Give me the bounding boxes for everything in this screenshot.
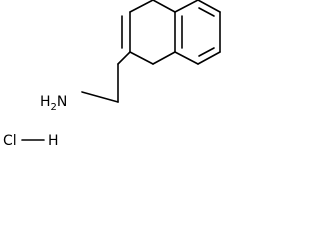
amine-subscript: 2 xyxy=(51,102,57,113)
bond-c7-c8 xyxy=(197,51,221,65)
bond-c1-ch2 xyxy=(117,51,131,65)
amine-h: H xyxy=(40,94,51,110)
amine-label: H2N xyxy=(40,94,67,113)
bond-c5-c6-inner xyxy=(198,7,215,17)
amine-n: N xyxy=(57,94,67,110)
aminomethyl-group: H2N xyxy=(40,51,131,113)
hydrogen-label: H xyxy=(48,133,59,149)
bond-c5-c6 xyxy=(197,0,221,13)
bond-c4a-c5 xyxy=(174,0,199,13)
bond-ch2-n-link xyxy=(81,91,119,103)
bond-c7-c8-inner xyxy=(198,47,215,57)
bond-c4-c3 xyxy=(152,0,176,13)
benzene-ring xyxy=(152,0,221,65)
dihydro-ring xyxy=(121,0,176,65)
bond-c1-c8a-ring xyxy=(152,51,176,65)
bond-c3-c2 xyxy=(129,0,154,13)
chlorine-label: Cl xyxy=(3,133,17,149)
hydrochloride: Cl H xyxy=(3,133,59,149)
bond-c1-c8a xyxy=(129,51,154,65)
bond-c8-c8a xyxy=(174,51,199,65)
molecule-structure: H2N Cl H xyxy=(3,0,221,149)
